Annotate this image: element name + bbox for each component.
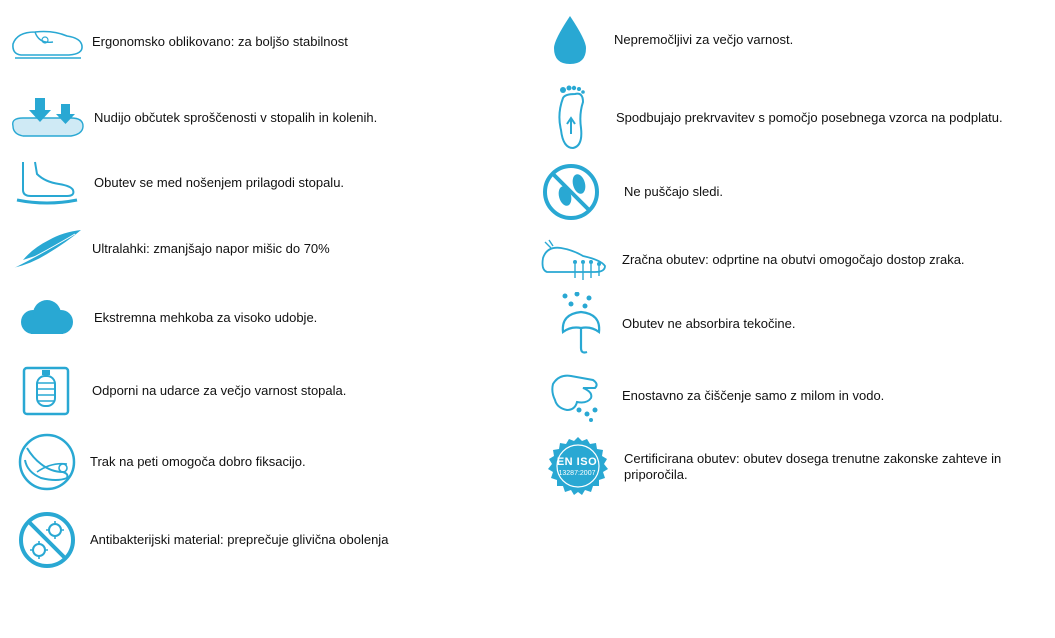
feature-relaxation: Nudijo občutek sproščenosti v stopalih i… [8,96,474,140]
feature-label: Obutev ne absorbira tekočine. [622,316,796,331]
foot-outline-icon [14,160,80,206]
feature-certified: EN ISO 13287:2007 Certificirana obutev: … [546,436,1004,498]
feature-label: Spodbujajo prekrvavitev s pomočjo posebn… [616,110,1003,125]
feature-easy-clean: Enostavno za čiščenje samo z milom in vo… [548,370,1012,422]
insole-arrows-icon [8,96,86,140]
feature-label: Nudijo občutek sproščenosti v stopalih i… [94,110,378,125]
feature-antibacterial: Antibakterijski material: preprečuje gli… [16,510,470,570]
cloud-icon [18,298,76,338]
en-iso-seal-icon: EN ISO 13287:2007 [546,436,610,498]
seal-subtext: 13287:2007 [558,470,596,477]
no-bacteria-icon [16,510,78,570]
feature-label: Enostavno za čiščenje samo z milom in vo… [622,388,885,403]
feature-adapts: Obutev se med nošenjem prilagodi stopalu… [14,160,474,206]
feather-icon [10,228,84,270]
feature-circulation: Spodbujajo prekrvavitev s pomočjo posebn… [550,84,1006,152]
feature-label: Nepremočljivi za večjo varnost. [614,32,794,47]
seal-text: EN ISO [556,456,598,468]
feature-heel-strap: Trak na peti omogoča dobro fiksacijo. [16,432,470,492]
heel-strap-icon [16,432,78,492]
footprint-circulation-icon [550,84,590,152]
feature-ergonomic: Ergonomsko oblikovano: za boljšo stabiln… [8,22,472,62]
feature-shock: Odporni na udarce za večjo varnost stopa… [20,366,472,416]
feature-label: Certificirana obutev: obutev dosega tren… [624,451,1002,482]
feature-label: Ekstremna mehkoba za visoko udobje. [94,310,318,325]
feature-label: Obutev se med nošenjem prilagodi stopalu… [94,175,345,190]
feature-label: Ergonomsko oblikovano: za boljšo stabiln… [92,34,348,49]
feature-label: Zračna obutev: odprtine na obutvi omogoč… [622,252,965,267]
feature-label: Trak na peti omogoča dobro fiksacijo. [90,454,306,469]
no-footprints-icon [540,162,602,222]
feature-breathable: Zračna obutev: odprtine na obutvi omogoč… [538,238,1012,282]
feature-waterproof: Nepremočljivi za večjo varnost. [548,14,1004,66]
feature-soft: Ekstremna mehkoba za visoko udobje. [18,298,474,338]
feature-no-absorb: Obutev ne absorbira tekočine. [554,292,1012,356]
feature-label: Antibakterijski material: preprečuje gli… [90,532,389,547]
feature-label: Odporni na udarce za večjo varnost stopa… [92,383,347,398]
feature-ultralight: Ultralahki: zmanjšajo napor mišic do 70% [10,228,472,270]
spring-icon [20,366,72,416]
feature-label: Ne puščajo sledi. [624,184,723,199]
feature-no-marks: Ne puščajo sledi. [540,162,1014,222]
clog-shoe-icon [8,22,86,62]
feature-label: Ultralahki: zmanjšajo napor mišic do 70% [92,241,330,256]
breathable-shoe-icon [538,238,612,282]
umbrella-rain-icon [554,292,608,356]
washing-hand-icon [548,370,608,422]
water-drop-icon [548,14,592,66]
